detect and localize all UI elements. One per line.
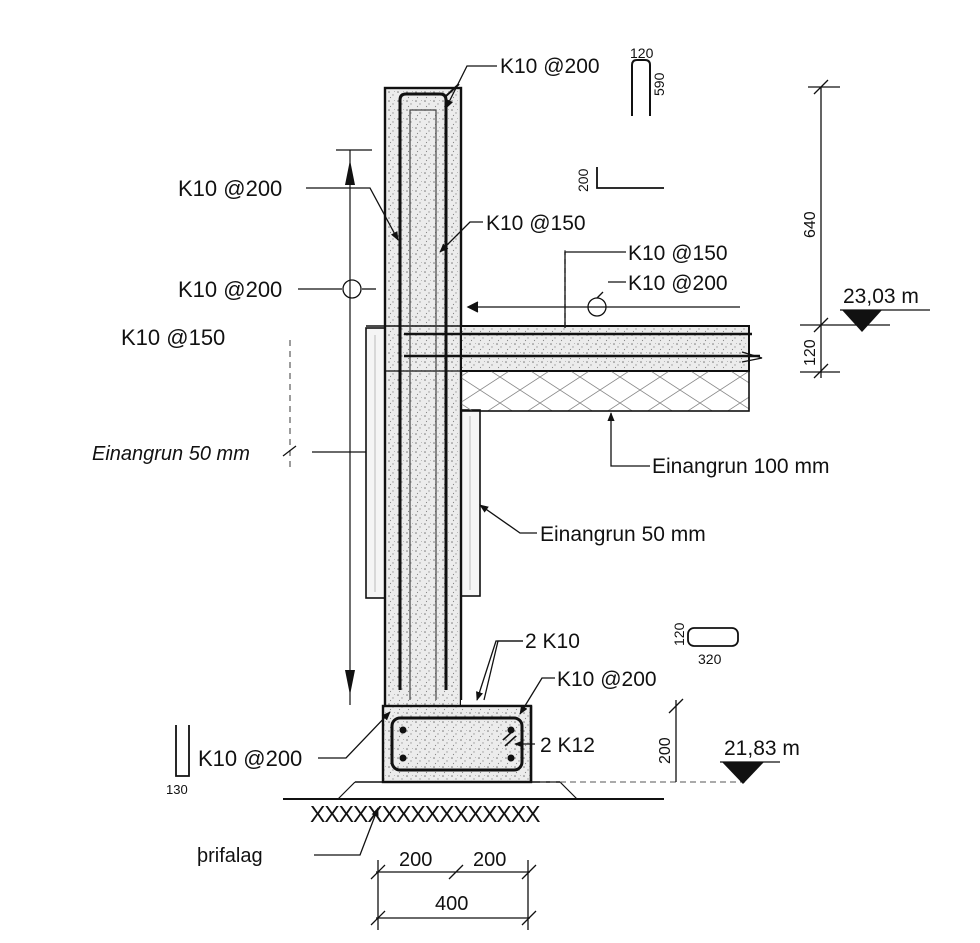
label-brifalag: þrifalag [197,845,263,867]
label-wall-inner-150: K10 @150 [486,212,586,235]
label-level-top: 23,03 m [843,285,919,308]
label-level-bottom: 21,83 m [724,737,800,760]
label-stirrup-320: 320 [698,651,722,667]
label-dim-640: 640 [802,211,819,238]
label-top-dim-120: 120 [630,45,654,61]
label-wall-left-mid: K10 @200 [178,277,282,302]
leader-lines [282,65,650,856]
label-insul-right: Einangrun 50 mm [540,523,706,546]
label-top-dim-590: 590 [651,72,667,96]
level-marker-top [842,310,882,332]
label-dim-200-a: 200 [399,849,432,871]
reinforcement [390,83,763,772]
label-bend-200: 200 [575,168,591,192]
label-slab-150: K10 @150 [628,242,728,265]
level-marker-bottom [722,762,764,784]
level-markers [720,309,930,784]
label-bar-130: 130 [166,782,188,797]
labels: K10 @200 120 590 K10 @200 200 K10 @150 K… [92,45,919,915]
label-dim-200-footing: 200 [657,737,674,764]
label-insul-slab: Einangrun 100 mm [652,455,829,478]
bar-details [175,59,739,777]
label-footing-2k12: 2 K12 [540,734,595,757]
ground: XXXXXXXXXXXXXXXX [283,781,745,827]
label-wall-left-upper: K10 @200 [178,176,282,201]
label-stirrup-120: 120 [671,622,687,646]
label-footing-k10: K10 @200 [557,668,657,691]
insulation-slab [460,370,750,412]
label-footing-left: K10 @200 [198,746,302,771]
label-dim-400: 400 [435,893,468,915]
label-wall-left-150: K10 @150 [121,325,225,350]
label-dim-200-b: 200 [473,849,506,871]
label-footing-2k10: 2 K10 [525,630,580,653]
ground-hatch: XXXXXXXXXXXXXXXX [310,801,540,827]
label-slab-200: K10 @200 [628,272,728,295]
label-dim-120-slab: 120 [802,339,819,366]
label-top-bar: K10 @200 [500,55,600,78]
label-insul-left: Einangrun 50 mm [92,443,250,465]
slab [460,325,750,372]
wall [383,86,463,710]
dimension-lines [289,79,890,930]
